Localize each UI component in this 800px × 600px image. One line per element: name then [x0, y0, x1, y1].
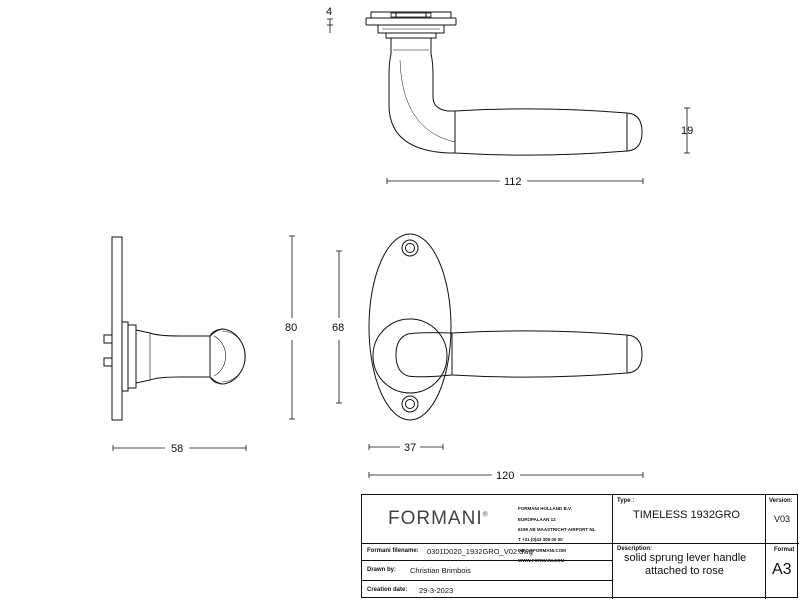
- dim-80-lines: [289, 235, 295, 420]
- format-label: Format: [774, 547, 795, 553]
- dim-37-lines: [368, 444, 444, 450]
- tb-divider-1: [612, 495, 613, 599]
- dim-37: 37: [404, 442, 416, 454]
- tb-hline-2: [362, 560, 612, 561]
- dim-80: 80: [285, 322, 297, 334]
- type-label: Type :: [617, 498, 635, 504]
- dim-19: 19: [681, 125, 693, 137]
- filename-value: 0301D020_1932GRO_V02.dwg: [427, 547, 533, 556]
- dim-120-lines: [368, 472, 644, 478]
- front-view: [368, 233, 643, 421]
- tb-divider-2: [765, 495, 766, 599]
- version-value: V03: [774, 514, 791, 524]
- version-label: Version:: [769, 498, 793, 504]
- dim-4: 4: [326, 6, 332, 18]
- dim-68: 68: [332, 322, 344, 334]
- dim-19-lines: [684, 107, 690, 154]
- side-view: [103, 236, 246, 421]
- dim-112: 112: [504, 176, 522, 188]
- dim-120: 120: [496, 470, 514, 482]
- tb-hline-3: [362, 580, 612, 581]
- drawn-by-value: Christian Brimbois: [410, 566, 471, 575]
- description-line1: solid sprung lever handle: [624, 552, 747, 564]
- creation-date-label: Creation date:: [367, 587, 408, 593]
- dim-4-lines: [327, 18, 333, 33]
- creation-date-value: 29-3-2023: [419, 586, 454, 595]
- filename-label: Formani filename:: [367, 548, 419, 554]
- type-value: TIMELESS 1932GRO: [633, 509, 740, 521]
- description-label: Description:: [617, 546, 653, 552]
- company-address: FORMANI HOLLAND B.V. EUROPALAAN 12 6199 …: [518, 506, 596, 564]
- title-block: FORMANI® FORMANI HOLLAND B.V. EUROPALAAN…: [361, 494, 799, 599]
- description-line2: attached to rose: [645, 565, 724, 577]
- tb-hline-1: [362, 543, 799, 544]
- format-value: A3: [772, 561, 792, 578]
- dim-68-lines: [336, 250, 342, 404]
- formani-logo: FORMANI®: [388, 508, 489, 529]
- dim-112-lines: [386, 178, 644, 184]
- top-view: [365, 11, 643, 156]
- dim-58: 58: [171, 443, 183, 455]
- drawn-by-label: Drawn by:: [367, 567, 397, 573]
- dim-58-lines: [112, 445, 247, 451]
